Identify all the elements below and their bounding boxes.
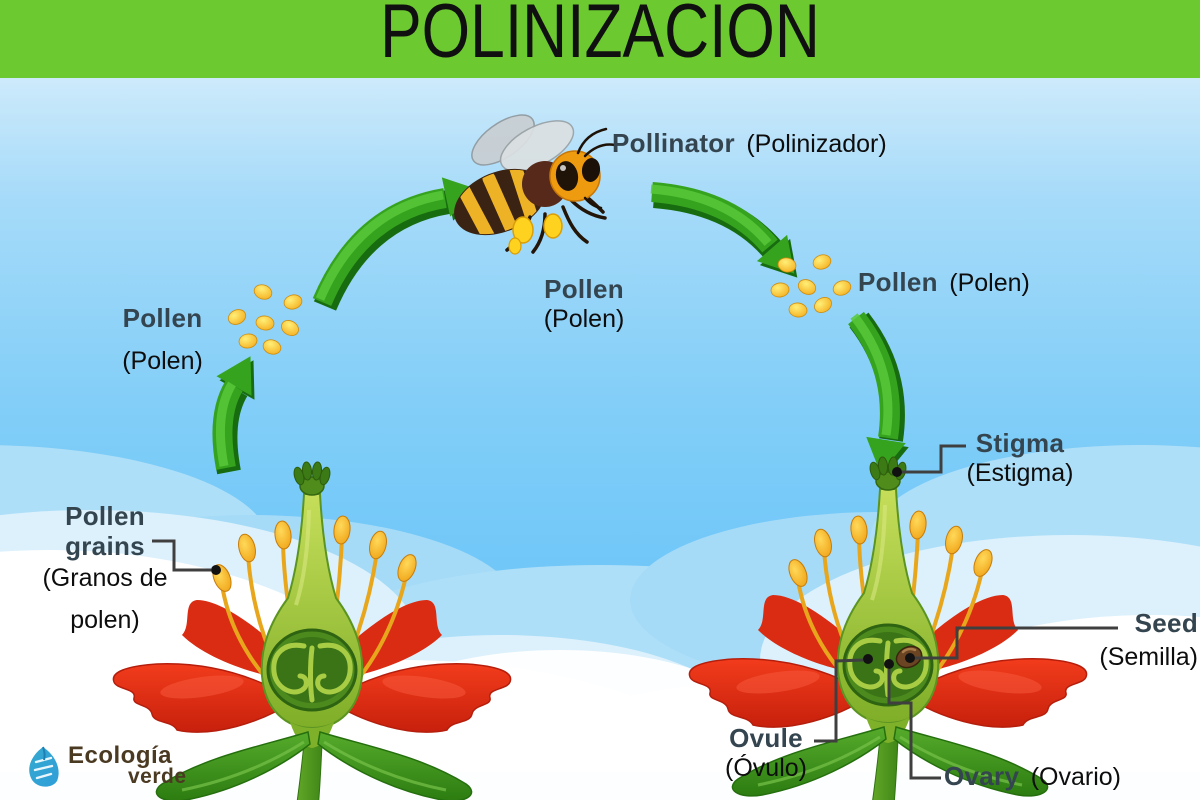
label-pollen-grains: Pollen grains (Granos de polen) [25, 501, 185, 634]
label-ovary: Ovary (Ovario) [944, 761, 1121, 792]
pointer-dots [211, 467, 915, 669]
label-pollinator: Pollinator (Polinizador) [612, 128, 887, 159]
logo-word2: verde [128, 765, 187, 788]
header-bar: POLINIZACIÓN [0, 0, 1200, 78]
pollen-left-es: (Polen) [122, 346, 203, 375]
logo-word1: Ecología [68, 742, 173, 769]
seed-es: (Semilla) [1099, 642, 1198, 671]
pollen-center-es: (Polen) [543, 304, 625, 333]
cycle-arrows [212, 170, 909, 481]
pollen-grains-es2: polen) [70, 605, 140, 634]
pollen-grains-en2: grains [65, 530, 145, 561]
label-pollen-left: Pollen (Polen) [105, 303, 220, 376]
bee-icon [454, 114, 617, 255]
pollen-cluster-left [225, 281, 304, 357]
arrow-to-pollinator [312, 170, 487, 311]
label-pollen-right: Pollen (Polen) [858, 267, 1030, 298]
ovary-pointer [887, 669, 941, 780]
pollen-center-en: Pollen [544, 274, 624, 304]
stigma-pointer [902, 444, 966, 474]
ovary-en: Ovary [944, 761, 1020, 791]
ecologia-verde-logo: Ecología verde [24, 744, 187, 790]
seed-en: Seed [1134, 608, 1198, 638]
pollen-right-en: Pollen [858, 267, 938, 297]
pollen-grains-en1: Pollen [65, 501, 145, 531]
pollen-grains-es1: (Granos de [42, 563, 168, 592]
label-stigma: Stigma (Estigma) [940, 428, 1100, 488]
pollen-left-en: Pollen [122, 303, 203, 333]
seed-pointer [915, 626, 1118, 660]
pollen-grains-pointer [152, 539, 211, 572]
arrow-from-pollinator [650, 182, 813, 291]
pointer-lines [152, 444, 1118, 780]
arrow-up-left [212, 346, 271, 475]
stigma-es: (Estigma) [966, 458, 1074, 487]
label-pollen-center: Pollen (Polen) [519, 274, 649, 334]
arrow-to-stigma [848, 311, 909, 481]
pollinator-en: Pollinator [612, 128, 735, 158]
stigma-en: Stigma [975, 428, 1065, 458]
ovule-pointer [814, 658, 864, 743]
label-seed: Seed (Semilla) [1020, 608, 1198, 672]
pollinator-es: (Polinizador) [746, 130, 887, 158]
page-title: POLINIZACIÓN [380, 0, 820, 74]
label-ovule: Ovule (Óvulo) [706, 723, 826, 783]
ovule-en: Ovule [729, 723, 803, 753]
ovule-es: (Óvulo) [725, 753, 807, 782]
leaf-logo-icon [29, 746, 59, 787]
ovary-es: (Ovario) [1030, 763, 1121, 791]
pollen-cluster-right [769, 252, 854, 319]
pollen-right-es: (Polen) [949, 269, 1030, 297]
